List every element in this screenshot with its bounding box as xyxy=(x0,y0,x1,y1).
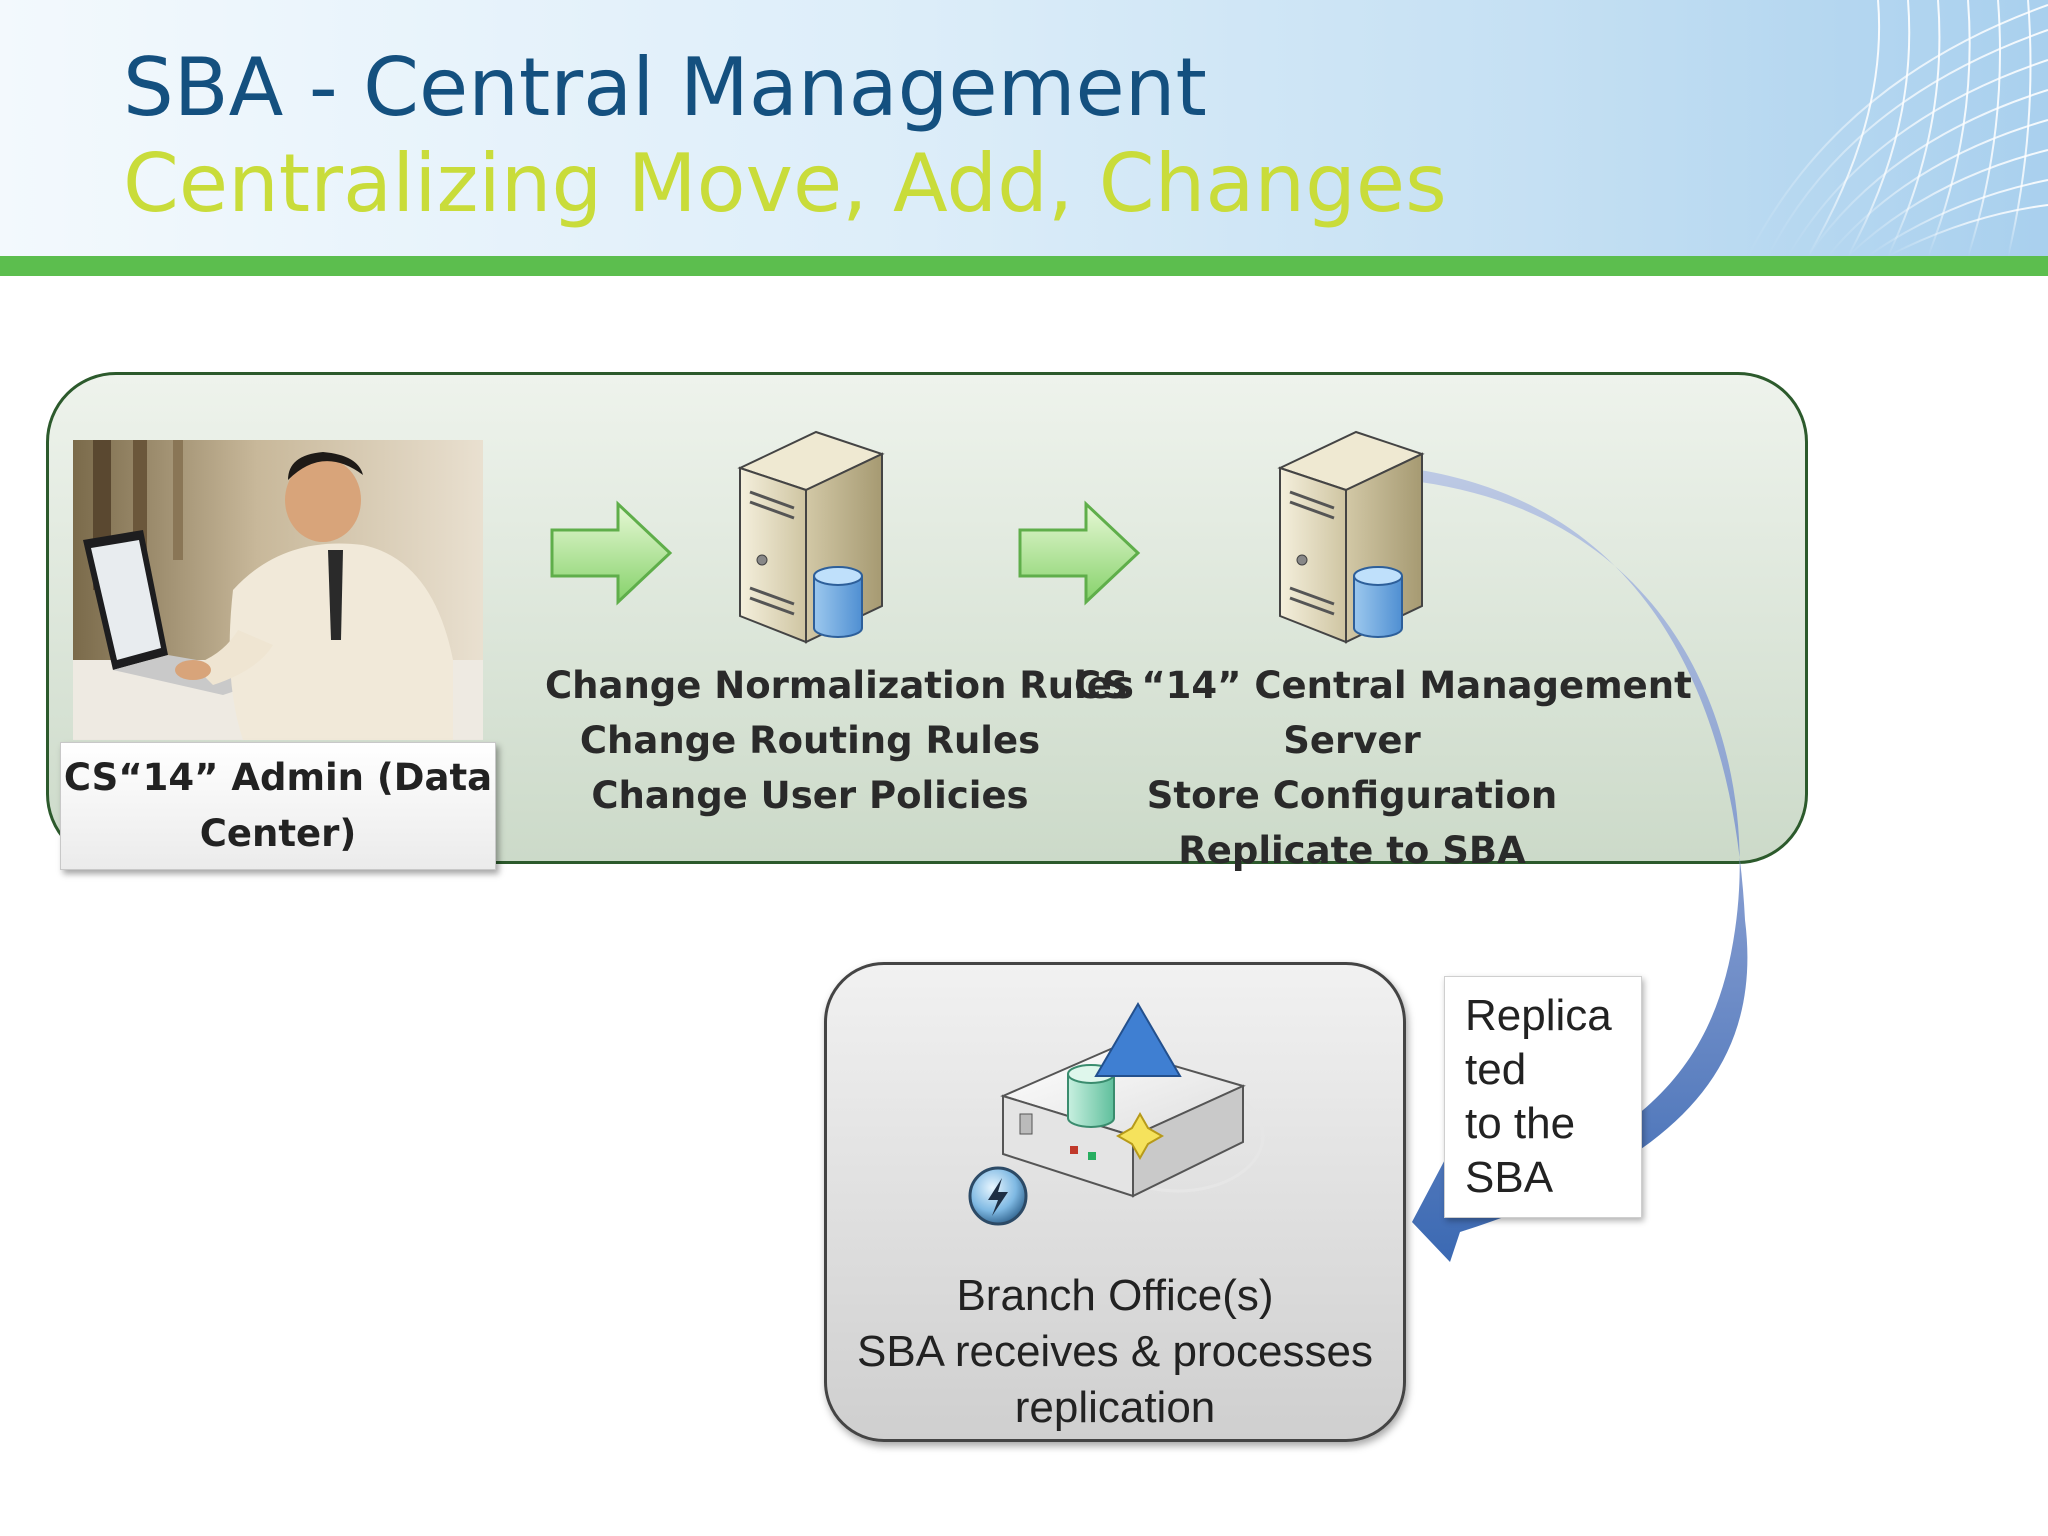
database-icon xyxy=(1353,566,1403,638)
cms-text: CS “14” Central Management Server Store … xyxy=(1074,658,1692,878)
replicated-callout: Replica ted to the SBA xyxy=(1444,976,1642,1218)
changes-text: Change Normalization Rules Change Routin… xyxy=(545,658,1134,823)
changes-line: Change User Policies xyxy=(591,774,1029,817)
branch-line: replication xyxy=(1014,1383,1216,1432)
cms-line: Store Configuration xyxy=(1146,774,1558,817)
cms-line: Replicate to SBA xyxy=(1178,829,1526,872)
changes-line: Change Routing Rules xyxy=(579,719,1041,762)
slide-title: SBA - Central Management xyxy=(123,41,1207,134)
arrow-right-icon xyxy=(1018,500,1141,606)
server-icon xyxy=(737,430,885,644)
branch-line: Branch Office(s) xyxy=(956,1271,1274,1320)
lightning-badge-icon xyxy=(968,1166,1028,1226)
slide-header: SBA - Central Management Centralizing Mo… xyxy=(0,0,2048,256)
header-divider xyxy=(0,256,2048,276)
server-icon xyxy=(1277,430,1425,644)
mesh-decoration xyxy=(1747,0,2048,256)
slide-subtitle: Centralizing Move, Add, Changes xyxy=(123,137,1447,230)
replicated-line: ted xyxy=(1465,1045,1527,1094)
person-at-laptop-photo xyxy=(73,440,483,740)
branch-line: SBA receives & processes xyxy=(856,1327,1373,1376)
admin-label: CS“14” Admin (Data Center) xyxy=(60,742,496,870)
database-icon xyxy=(813,566,863,638)
replicated-line: to the xyxy=(1465,1099,1576,1148)
branch-text: Branch Office(s) SBA receives & processe… xyxy=(824,1268,1406,1436)
sba-appliance-icon xyxy=(968,1002,1265,1226)
cms-line: CS “14” Central Management xyxy=(1074,664,1692,707)
cms-line: Server xyxy=(1283,719,1421,762)
arrow-right-icon xyxy=(550,500,673,606)
replicated-line: Replica xyxy=(1465,991,1612,1040)
replicated-line: SBA xyxy=(1465,1153,1554,1202)
changes-line: Change Normalization Rules xyxy=(545,664,1134,707)
